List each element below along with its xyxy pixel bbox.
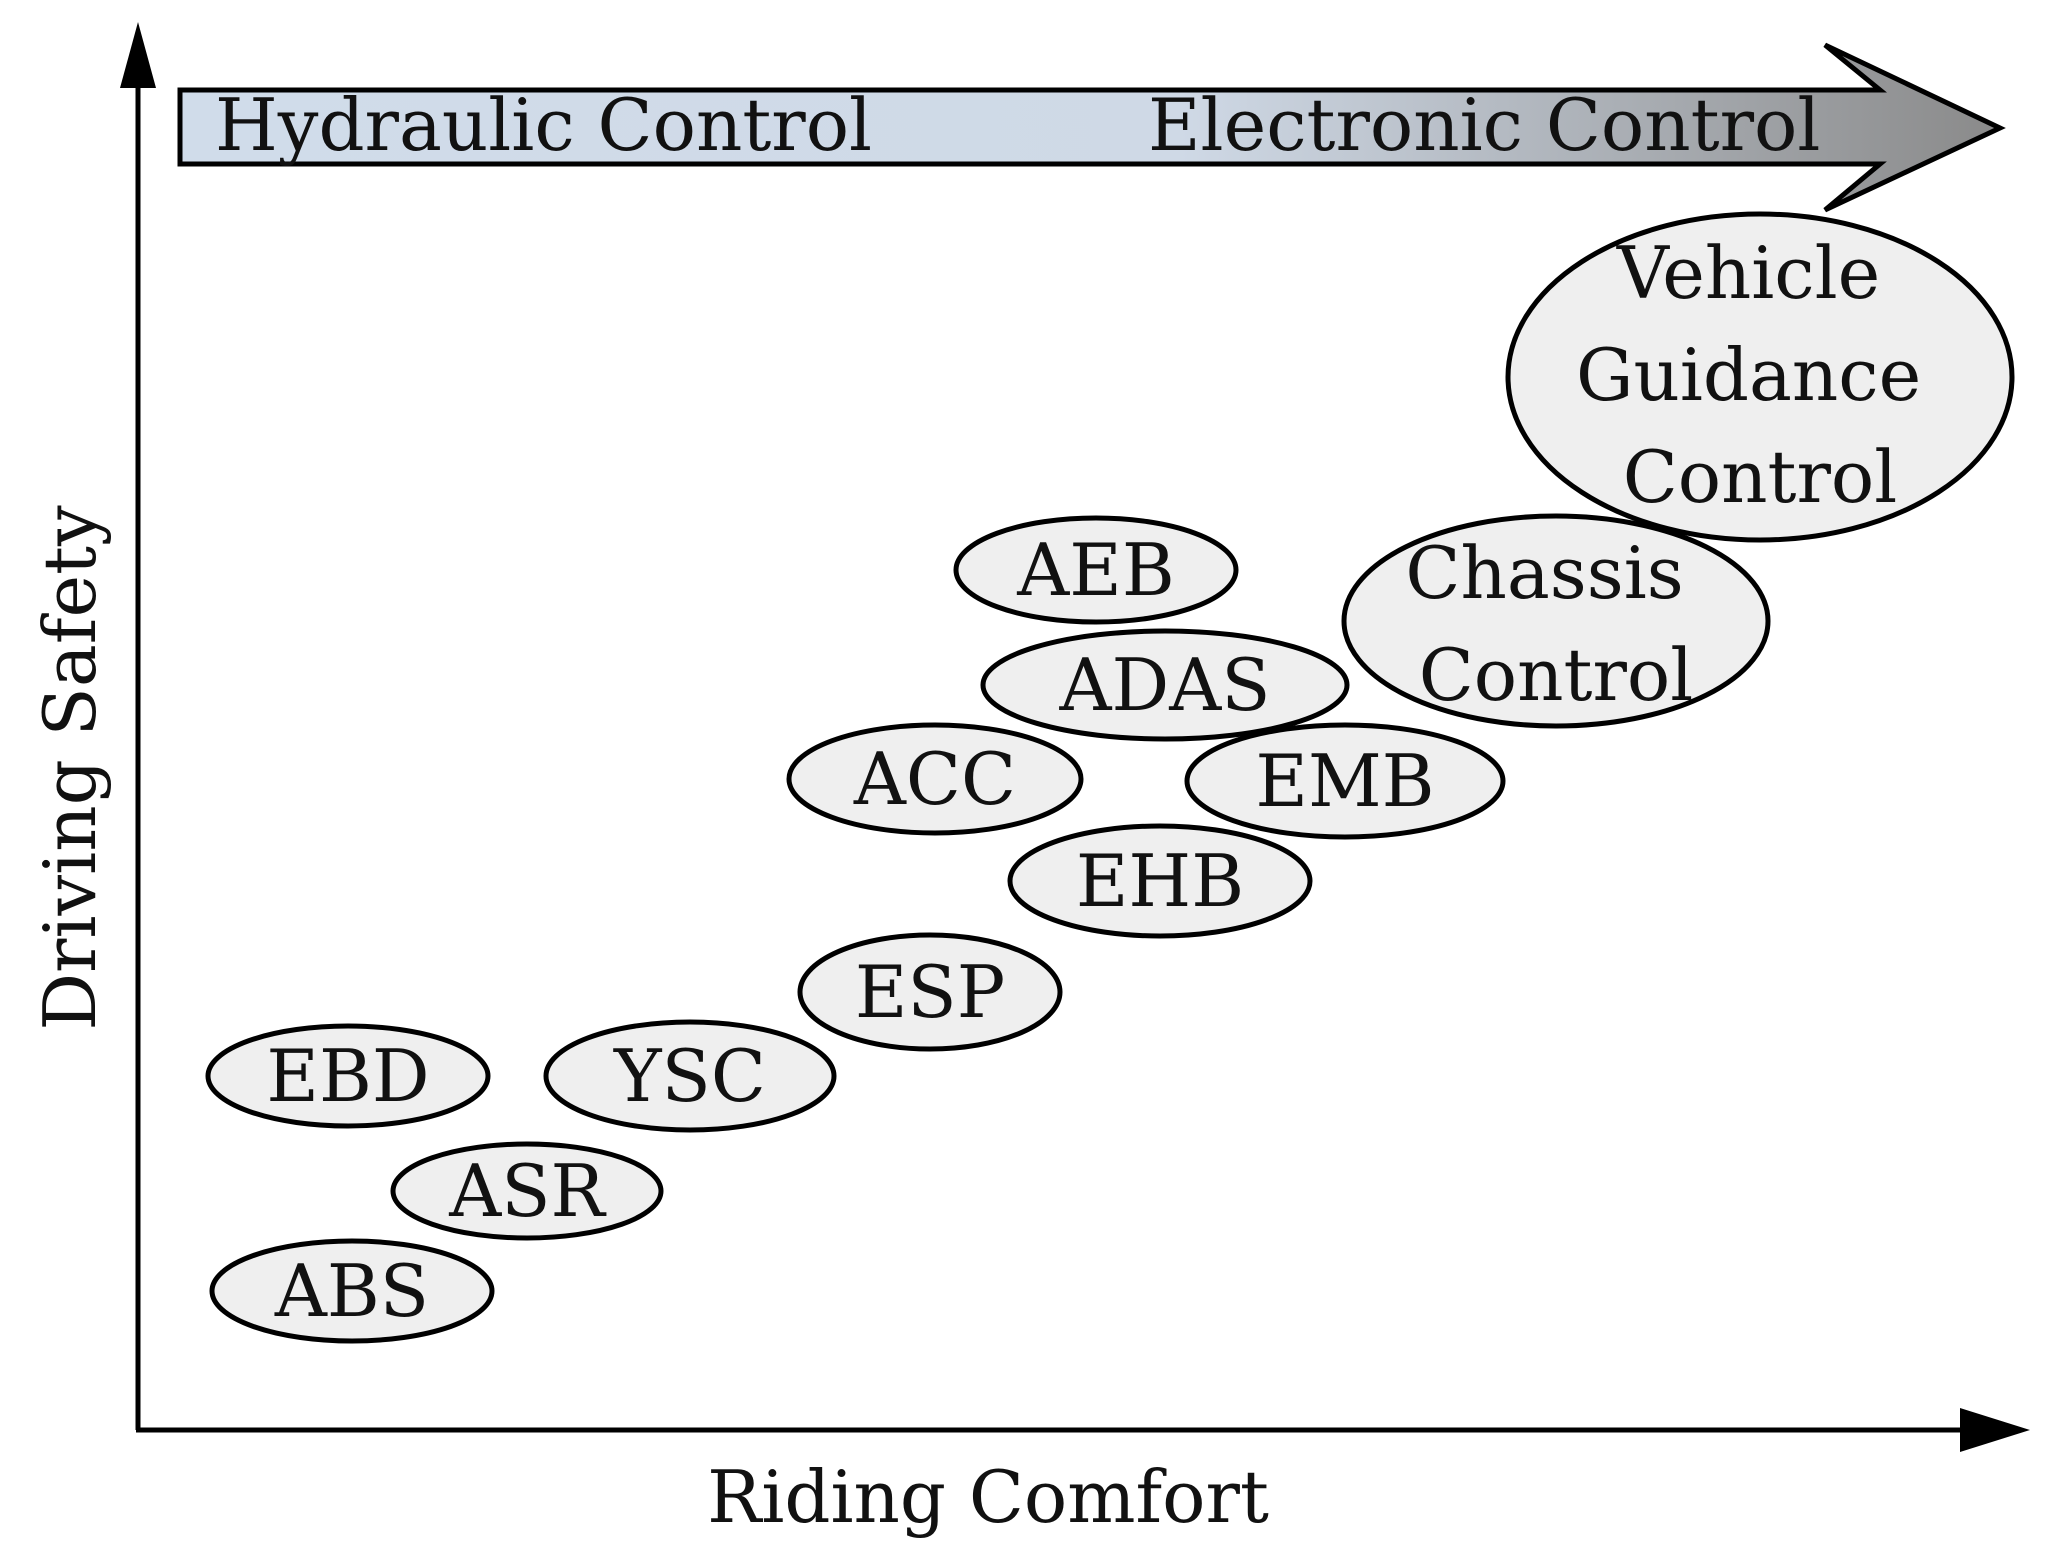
node-ebd-label: EBD: [266, 1034, 429, 1118]
node-adas: ADAS: [980, 628, 1350, 742]
node-acc-label: ACC: [853, 737, 1016, 821]
node-aeb: AEB: [953, 515, 1239, 625]
node-emb: EMB: [1184, 722, 1506, 840]
node-asr-label: ASR: [448, 1149, 606, 1233]
node-ysc-label: YSC: [613, 1034, 766, 1118]
node-chassis-control-label: Chassis Control: [1405, 531, 1706, 717]
node-emb-label: EMB: [1255, 739, 1434, 823]
node-vgc-line-2: Guidance: [1576, 333, 1921, 417]
node-chassis-control: Chassis Control: [1341, 513, 1771, 729]
node-ehb: EHB: [1007, 823, 1313, 939]
node-ebd: EBD: [205, 1023, 491, 1129]
band-arrow-shape: [177, 42, 2006, 213]
node-ysc: YSC: [543, 1019, 837, 1133]
technology-nodes: ABS ASR EBD YSC ESP EHB ACC ADAS: [205, 211, 2015, 1344]
node-abs: ABS: [209, 1238, 495, 1344]
x-axis-label: Riding Comfort: [707, 1455, 1269, 1539]
node-ehb-label: EHB: [1076, 839, 1244, 923]
node-chassis-control-line-2: Control: [1419, 633, 1694, 717]
electronic-control-label: Electronic Control: [1148, 83, 1820, 167]
node-abs-label: ABS: [274, 1249, 429, 1333]
y-axis-arrowhead: [120, 22, 156, 88]
node-aeb-label: AEB: [1016, 528, 1174, 612]
node-acc: ACC: [786, 722, 1084, 836]
axes: Riding Comfort Driving Safety: [28, 22, 2030, 1539]
node-adas-label: ADAS: [1058, 643, 1270, 727]
node-chassis-control-line-1: Chassis: [1405, 531, 1683, 615]
node-esp-label: ESP: [855, 950, 1005, 1034]
node-vehicle-guidance-control: Vehicle Guidance Control: [1505, 211, 2015, 543]
node-vehicle-guidance-control-label: Vehicle Guidance Control: [1576, 231, 1944, 519]
node-esp: ESP: [797, 932, 1063, 1052]
node-vgc-line-3: Control: [1623, 435, 1898, 519]
control-progression-band: Hydraulic Control Electronic Control: [177, 42, 2006, 213]
node-vgc-line-1: Vehicle: [1616, 231, 1880, 315]
x-axis-arrowhead: [1960, 1408, 2030, 1452]
hydraulic-control-label: Hydraulic Control: [215, 83, 872, 167]
node-asr: ASR: [390, 1141, 664, 1241]
y-axis-label: Driving Safety: [28, 505, 112, 1031]
